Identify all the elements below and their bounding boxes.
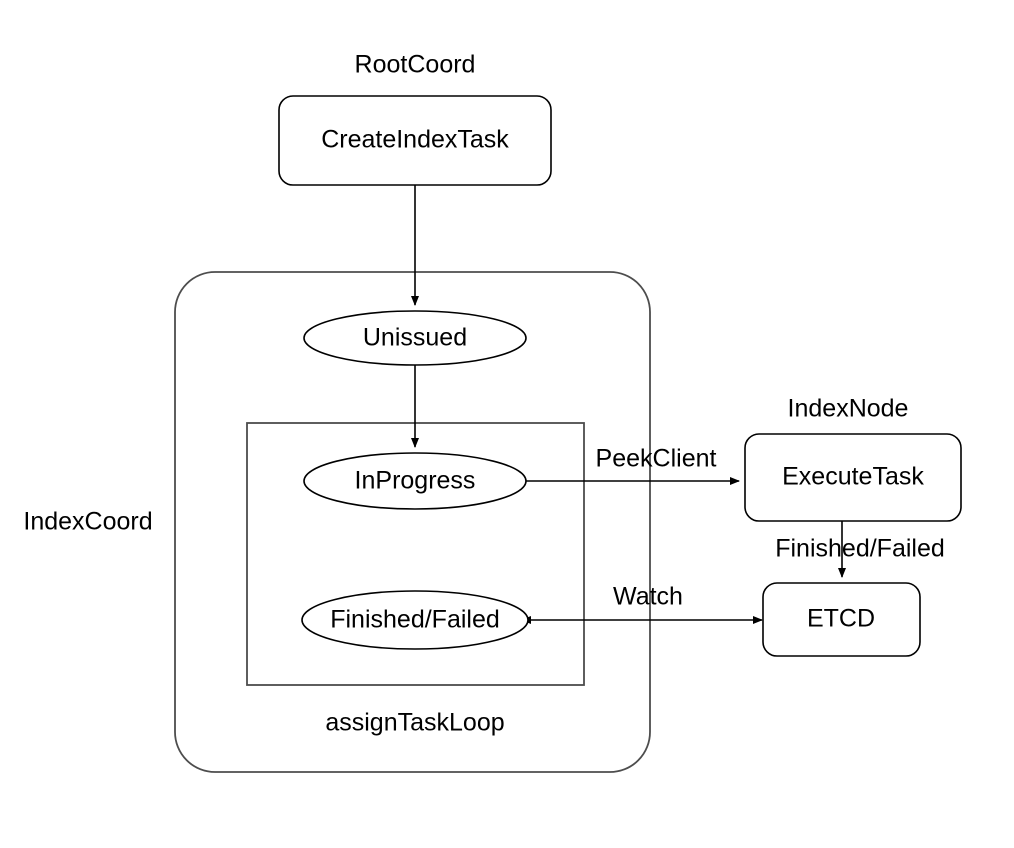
unissued-label: Unissued: [363, 324, 467, 352]
edge-label-watch: Watch: [613, 583, 683, 611]
create-index-task-box[interactable]: [278, 95, 552, 186]
etcd-box[interactable]: [762, 582, 921, 657]
execute-task-box[interactable]: [744, 433, 962, 522]
etcd-label: ETCD: [807, 605, 875, 633]
finished-failed-label: Finished/Failed: [330, 606, 500, 634]
edge-inprogress-to-executetask: PeekClient: [526, 445, 740, 485]
in-progress-label: InProgress: [355, 467, 476, 495]
in-progress-ellipse[interactable]: [303, 452, 527, 510]
node-execute-task[interactable]: ExecuteTask: [744, 433, 962, 522]
group-indexcoord: IndexCoord: [23, 271, 651, 773]
node-unissued[interactable]: Unissued: [303, 310, 527, 366]
rootcoord-label: RootCoord: [355, 51, 476, 79]
edge-label-finished-failed: Finished/Failed: [775, 535, 945, 563]
assigntaskloop-label: assignTaskLoop: [325, 709, 504, 737]
node-in-progress[interactable]: InProgress: [303, 452, 527, 510]
edge-etcd-watch-finished-failed: Watch: [521, 583, 763, 624]
execute-task-label: ExecuteTask: [782, 463, 924, 491]
finished-failed-ellipse[interactable]: [301, 590, 529, 650]
node-create-index-task[interactable]: CreateIndexTask: [278, 95, 552, 186]
edge-label-peekclient: PeekClient: [596, 445, 717, 473]
create-index-task-label: CreateIndexTask: [321, 126, 509, 154]
indexnode-label: IndexNode: [788, 395, 909, 423]
unissued-ellipse[interactable]: [303, 310, 527, 366]
node-finished-failed-state[interactable]: Finished/Failed: [301, 590, 529, 650]
indexcoord-boundary: [174, 271, 651, 773]
edge-executetask-to-etcd: Finished/Failed: [775, 521, 945, 578]
node-etcd[interactable]: ETCD: [762, 582, 921, 657]
indexcoord-label: IndexCoord: [23, 508, 152, 536]
